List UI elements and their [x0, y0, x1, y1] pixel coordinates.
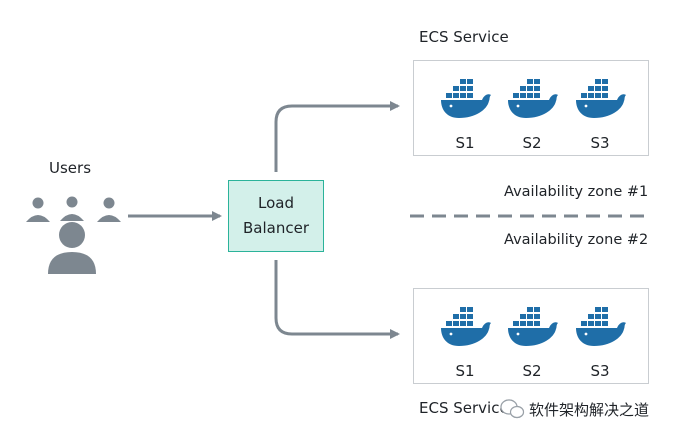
users-icon [26, 196, 121, 274]
top-service-label-s1: S1 [455, 134, 475, 152]
availability-zone-1-label: Availability zone #1 [504, 184, 649, 200]
bottom-service-label-s2: S2 [522, 362, 542, 380]
load-balancer-box: Load Balancer [228, 180, 324, 252]
bottom-service-label-s3: S3 [590, 362, 610, 380]
top-service-label-s3: S3 [590, 134, 610, 152]
load-balancer-label-line1: Load [258, 194, 294, 212]
top-service-label-s2: S2 [522, 134, 542, 152]
watermark-text: 软件架构解决之道 [529, 401, 650, 419]
load-balancer-label-line2: Balancer [243, 219, 309, 237]
bottom-service-label-s1: S1 [455, 362, 475, 380]
lb-to-top-service-arrow [274, 101, 400, 172]
users-label: Users [49, 159, 92, 177]
availability-zone-2-label: Availability zone #2 [504, 232, 649, 248]
bottom-service-title: ECS Service [419, 399, 509, 417]
lb-to-bottom-service-arrow [274, 260, 400, 339]
top-service-title: ECS Service [419, 28, 509, 46]
